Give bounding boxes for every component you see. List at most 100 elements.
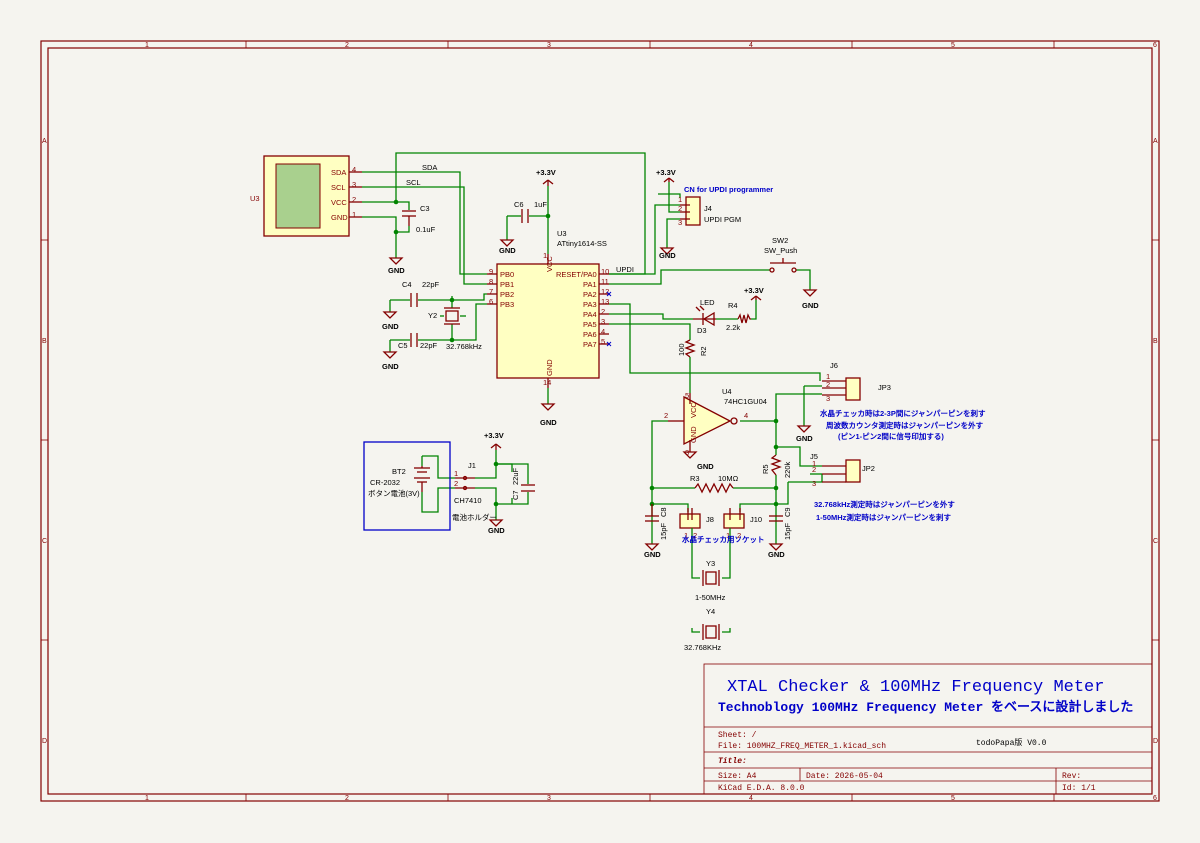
mcu-pin-name: PA1 [583, 280, 597, 289]
socket-j10[interactable]: 1 2 J10 [723, 508, 762, 564]
y2-val: 32.768kHz [446, 342, 482, 351]
file-label: File: 100MHZ_FREQ_METER_1.kicad_sch [718, 742, 886, 751]
j5-ref: J5 [810, 452, 818, 461]
grid-col-label: 5 [951, 42, 955, 49]
oled-module-u3[interactable]: U3 SDA SCL VCC GND 4 3 2 1 [250, 155, 362, 237]
wires [362, 152, 823, 633]
date-label: Date: 2026-05-04 [806, 772, 883, 781]
push-switch-sw2[interactable]: SW2 SW_Push [764, 236, 797, 273]
mcu-pin-num: 12 [601, 287, 609, 296]
grid-row-label: C [42, 538, 47, 545]
y3-val: 1-50MHz [695, 593, 726, 602]
net-label-updi: UPDI [616, 265, 634, 274]
mcu-vcc-label: VCC [545, 256, 554, 272]
mcu-attiny1614[interactable]: U3 ATtiny1614-SS VCC GND 1 14 PB0 PB1 PB… [487, 229, 612, 388]
c3-ref: C3 [420, 204, 430, 213]
resistor-r2[interactable]: R2 100 [677, 339, 708, 358]
grid-col-label: 3 [547, 795, 551, 802]
bt2-ref: BT2 [392, 467, 406, 476]
connector-j4-updi[interactable]: 1 2 3 CN for UPDI programmer J4 UPDI PGM [678, 185, 773, 227]
capacitor-c3[interactable]: C3 0.1uF [402, 204, 436, 234]
y2-ref: Y2 [428, 311, 437, 320]
bt2-val: CR-2032 [370, 478, 400, 487]
mcu-pin-num: 10 [601, 267, 609, 276]
battery-bt2[interactable]: BT2 CR-2032 ボタン電池(3V) [368, 466, 430, 498]
grid-row-label: D [1153, 738, 1158, 745]
capacitor-c8[interactable]: C8 15pF [645, 504, 668, 540]
capacitor-c6[interactable]: C6 1uF [514, 200, 547, 223]
u4-gnd-label: GND [689, 426, 698, 443]
crystal-y4[interactable]: Y4 32.768KHz [684, 607, 721, 652]
grid-row-label: B [1153, 338, 1158, 345]
resistor-r5[interactable]: R5 220k [761, 454, 792, 478]
mcu-pin-name: PB2 [500, 290, 514, 299]
j5-pin-num: 3 [812, 479, 816, 488]
c5-ref: C5 [398, 341, 408, 350]
grid-row-label: A [1153, 138, 1158, 145]
j1-pin-num: 2 [454, 479, 458, 488]
led-d3[interactable]: LED D3 [693, 298, 716, 335]
version-label: todoPapa版 V0.0 [976, 737, 1047, 748]
j10-ref: J10 [750, 515, 762, 524]
j1-ref: J1 [468, 461, 476, 470]
power-label-3v3: +3.3V [484, 431, 504, 440]
jp2-note-2: 1-50MHz測定時はジャンパーピンを刺す [816, 512, 952, 522]
j4-note: CN for UPDI programmer [684, 185, 773, 194]
title-label: Title: [718, 757, 747, 766]
oled-pin-name: SDA [331, 168, 346, 177]
sheet-frame: 1 2 3 4 5 6 1 2 3 4 5 6 A B C D A B C D [40, 40, 1160, 802]
u4-pin-num: 3 [685, 448, 689, 457]
r4-ref: R4 [728, 301, 738, 310]
inverter-u4[interactable]: VCC GND 5 2 4 3 U4 74HC1GU04 [664, 387, 767, 457]
capacitor-c9[interactable]: C9 15pF [769, 507, 792, 540]
r3-val: 10MΩ [718, 474, 739, 483]
j4-ref: J4 [704, 204, 712, 213]
j8-ref: J8 [706, 515, 714, 524]
resistor-r4[interactable]: R4 2.2k [726, 301, 751, 332]
c9-ref: C9 [783, 507, 792, 517]
net-label-sda: SDA [422, 163, 437, 172]
grid-row-label: A [42, 138, 47, 145]
mcu-pin-num: 13 [601, 297, 609, 306]
mcu-vcc-pin: 1 [543, 251, 547, 260]
mcu-pin-num: 8 [489, 277, 493, 286]
gnd-label: GND [644, 550, 661, 559]
capacitor-c7[interactable]: C7 22uF [511, 467, 535, 500]
j5-pin-num: 2 [812, 465, 816, 474]
crystal-y3[interactable]: Y3 1-50MHz [695, 559, 726, 602]
mcu-pin-name: PA7 [583, 340, 597, 349]
r5-ref: R5 [761, 464, 770, 474]
resistor-r3[interactable]: R3 10MΩ [690, 474, 739, 494]
id-label: Id: 1/1 [1062, 784, 1096, 793]
jp3-note-3: (ピン1-ピン2間に信号印加する) [838, 431, 944, 441]
y3-ref: Y3 [706, 559, 715, 568]
led-val: LED [700, 298, 715, 307]
sheet-label: Sheet: / [718, 731, 757, 740]
sw2-ref: SW2 [772, 236, 788, 245]
c7-ref: C7 [511, 490, 520, 500]
mcu-pin-num: 2 [601, 307, 605, 316]
size-label: Size: A4 [718, 772, 757, 781]
grid-row-label: B [42, 338, 47, 345]
j6-val: JP3 [878, 383, 891, 392]
c4-val: 22pF [422, 280, 440, 289]
j6-ref: J6 [830, 361, 838, 370]
r5-val: 220k [783, 461, 792, 478]
mcu-pin-name: PB1 [500, 280, 514, 289]
c9-val: 15pF [783, 522, 792, 540]
battery-holder-j1[interactable]: 1 2 J1 CH7410 電池ホルダー [452, 461, 497, 522]
crystal-y2[interactable]: Y2 32.768kHz [428, 307, 482, 351]
j1-val: CH7410 [454, 496, 482, 505]
grid-col-label: 2 [345, 795, 349, 802]
r2-ref: R2 [699, 346, 708, 356]
power-symbols: +3.3V +3.3V +3.3V +3.3V GND GND GND GND … [382, 168, 819, 559]
jumper-j6-jp3[interactable]: 1 2 3 J6 JP3 [822, 361, 891, 403]
gnd-label: GND [796, 434, 813, 443]
rev-label: Rev: [1062, 772, 1081, 781]
u4-ref: U4 [722, 387, 732, 396]
capacitor-c5[interactable]: C5 22pF [398, 333, 438, 350]
jumper-j5-jp2[interactable]: 1 2 3 J5 JP2 [810, 452, 875, 488]
capacitor-c4[interactable]: C4 22pF [402, 280, 440, 307]
j8-pin-num: 1 [684, 531, 688, 540]
socket-j8[interactable]: 1 2 J8 [679, 508, 714, 564]
